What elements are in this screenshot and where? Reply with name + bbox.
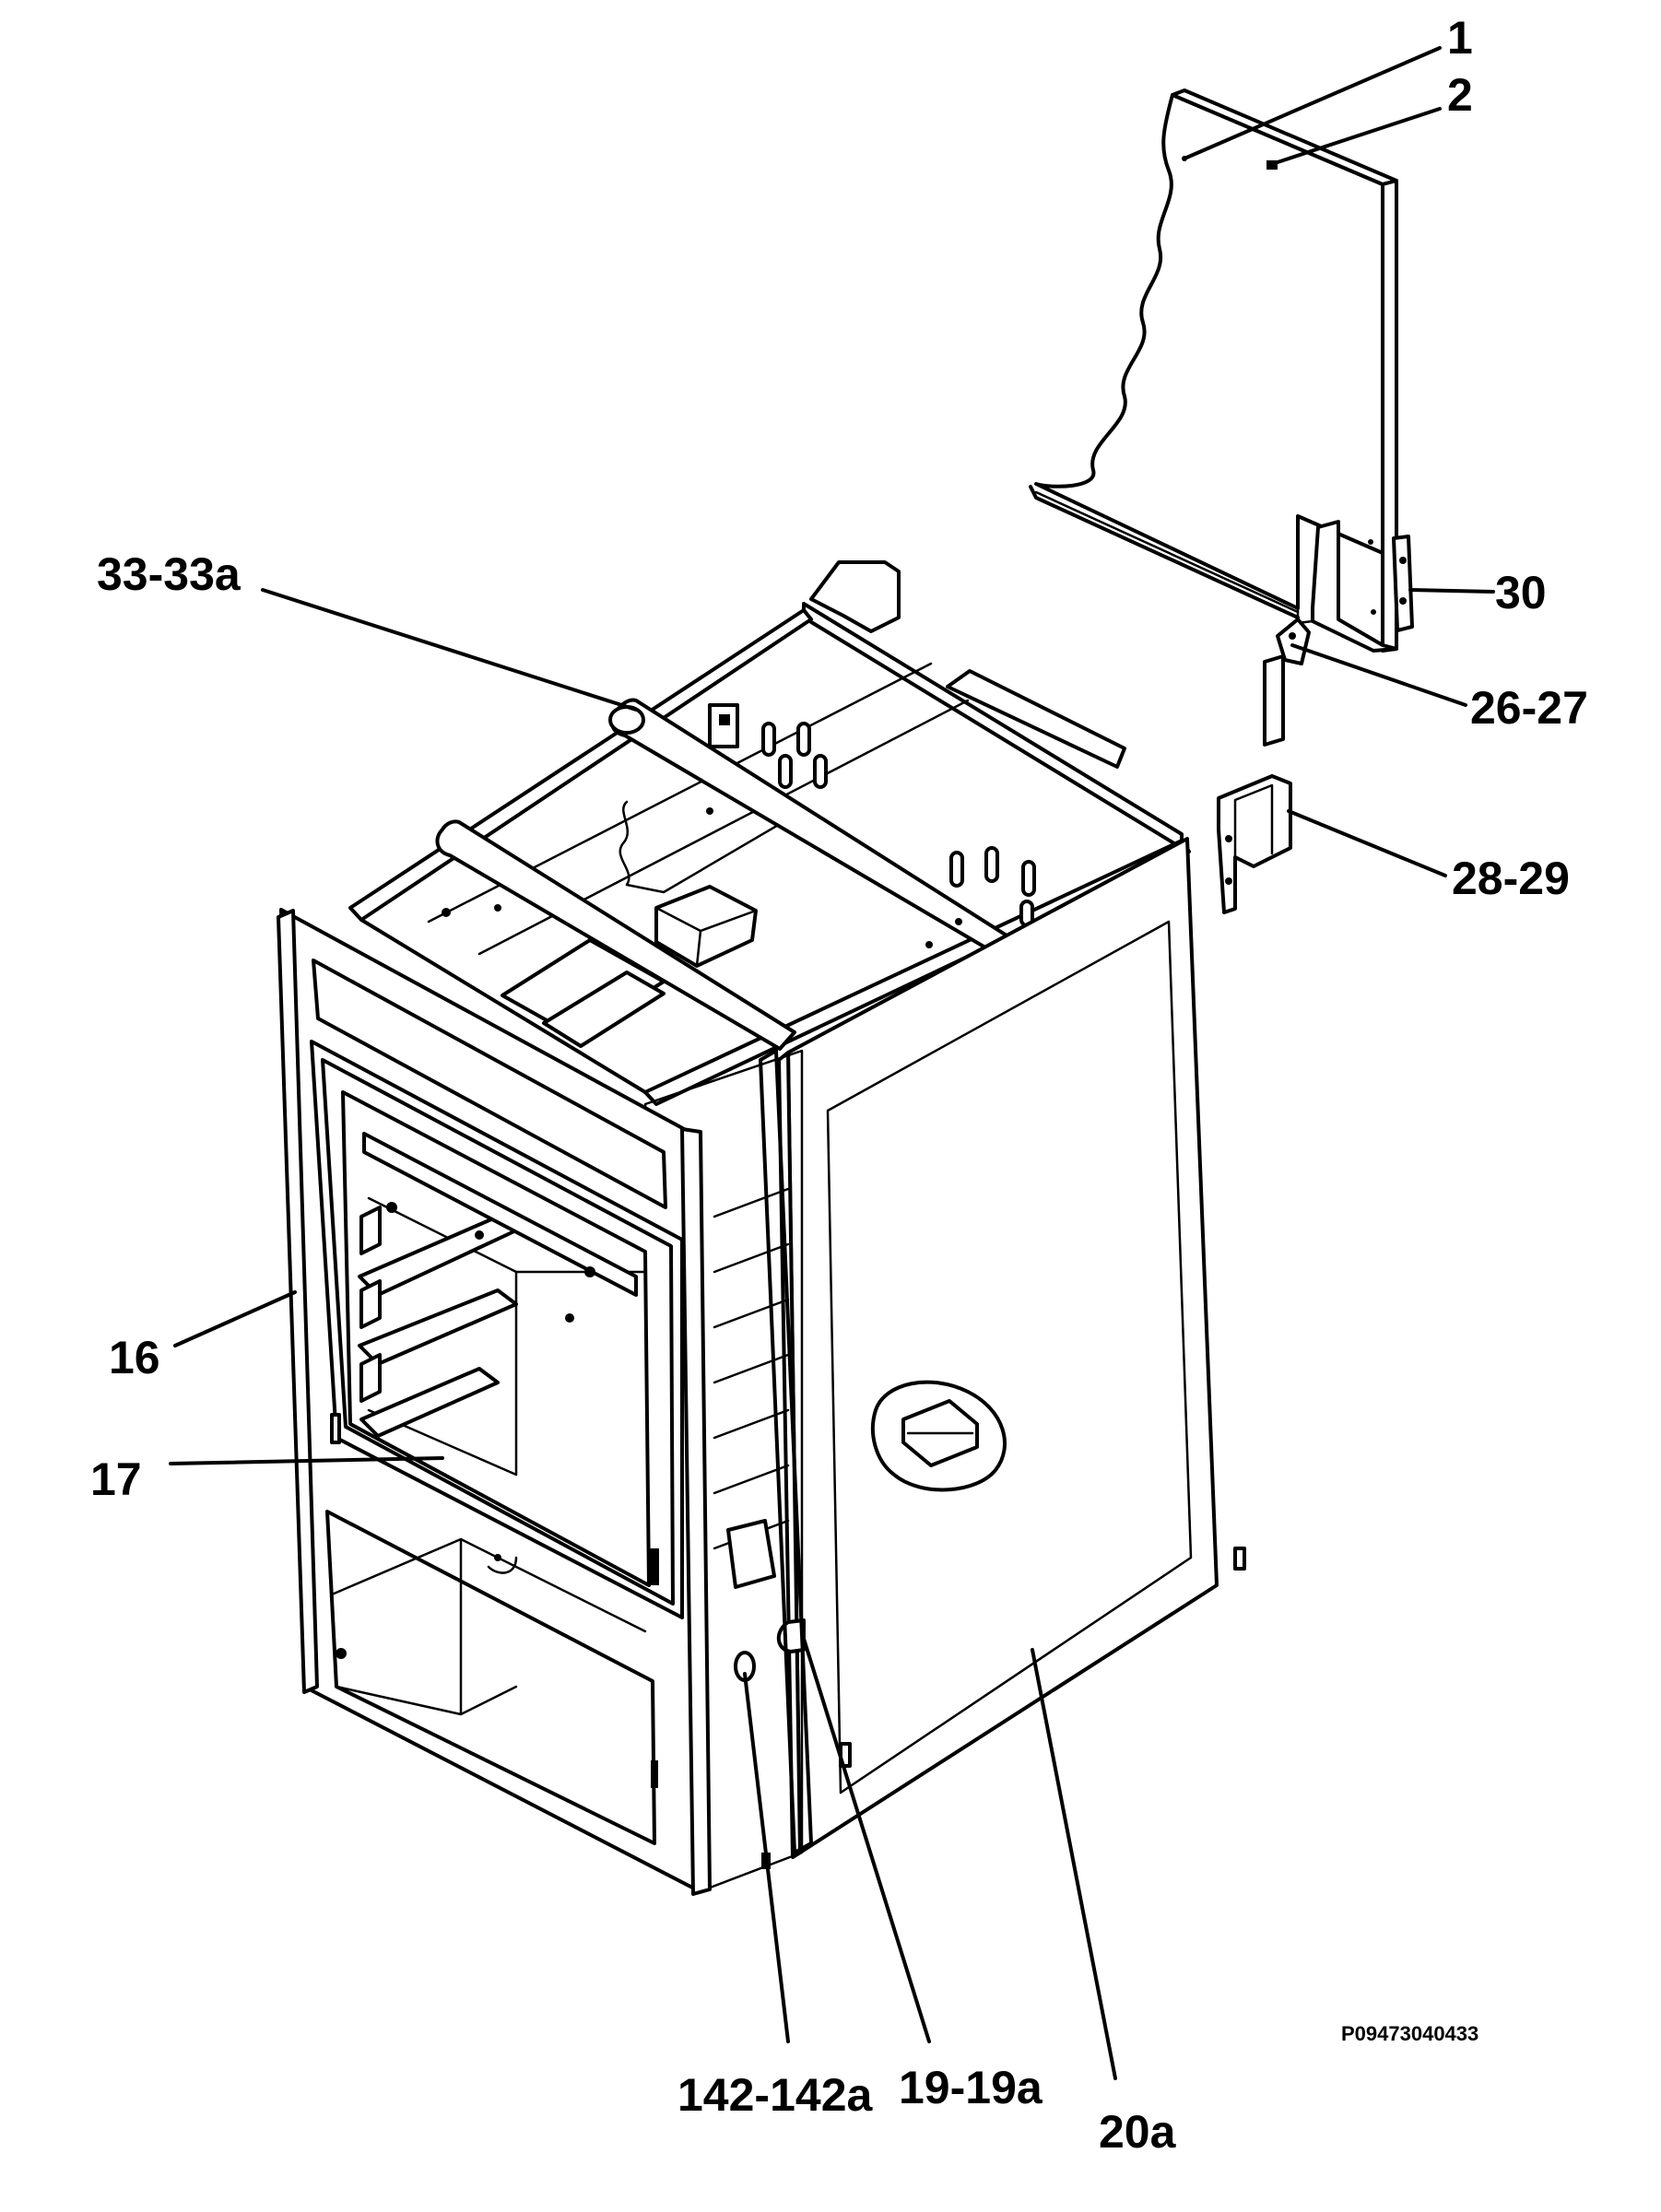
front-frame bbox=[277, 908, 712, 1896]
callout-20a: 20a bbox=[1099, 2106, 1177, 2158]
hinge-part-26-27 bbox=[1263, 618, 1311, 747]
callout-16: 16 bbox=[109, 1332, 160, 1383]
callout-1: 1 bbox=[1447, 12, 1473, 64]
leader-1 bbox=[1183, 46, 1442, 160]
bracket-part-28-29 bbox=[1217, 774, 1292, 914]
leader-28-29 bbox=[1287, 809, 1447, 877]
cabinet-top-frame bbox=[348, 560, 1191, 1106]
leader-142-142a bbox=[743, 1672, 790, 2043]
drawing-code: P09473040433 bbox=[1341, 2022, 1478, 2045]
leader-26-27 bbox=[1290, 643, 1467, 707]
callout-2: 2 bbox=[1447, 69, 1473, 121]
leader-19-19a bbox=[802, 1637, 931, 2043]
leader-20a bbox=[1031, 1648, 1117, 2080]
callout-33-33a: 33-33a bbox=[97, 548, 241, 600]
leader-lines bbox=[169, 46, 1495, 2080]
callout-17: 17 bbox=[90, 1453, 142, 1505]
callout-142-142a: 142-142a bbox=[677, 2069, 873, 2121]
leader-17 bbox=[169, 1456, 444, 1465]
callout-labels: 1 2 30 26-27 28-29 33-33a 16 17 142-142a… bbox=[90, 12, 1588, 2158]
side-panel-20a bbox=[677, 837, 1246, 1859]
leader-30 bbox=[1408, 588, 1495, 594]
leader-16 bbox=[173, 1290, 297, 1347]
callout-19-19a: 19-19a bbox=[899, 2062, 1043, 2113]
callout-28-29: 28-29 bbox=[1452, 853, 1570, 904]
back-panel bbox=[1029, 88, 1414, 653]
callout-30: 30 bbox=[1495, 567, 1547, 618]
leader-2 bbox=[1270, 107, 1442, 166]
leader-33-33a bbox=[261, 588, 638, 712]
vent-slots bbox=[708, 703, 1036, 927]
handle-recess bbox=[871, 1380, 1007, 1492]
callout-26-27: 26-27 bbox=[1470, 682, 1588, 734]
